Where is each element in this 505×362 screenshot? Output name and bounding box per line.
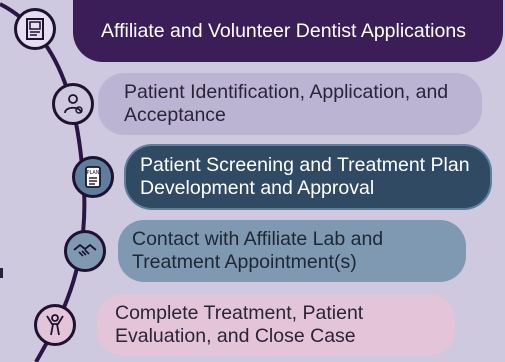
treatment-plan-clipboard-icon: PLAN (72, 156, 114, 198)
step-2-box: Patient Identification, Application, and… (98, 73, 482, 135)
step-1-label: Affiliate and Volunteer Dentist Applicat… (101, 19, 466, 42)
step-1-box: Affiliate and Volunteer Dentist Applicat… (73, 0, 503, 62)
step-2-label: Patient Identification, Application, and… (124, 81, 449, 126)
step-3-label: Patient Screening and Treatment Plan Dev… (140, 154, 470, 199)
application-form-icon (14, 8, 56, 50)
handshake-icon (64, 230, 106, 272)
step-4-box: Contact with Affiliate Lab and Treatment… (118, 220, 466, 282)
decorative-mark (0, 268, 3, 278)
step-5-box: Complete Treatment, Patient Evaluation, … (97, 294, 455, 356)
svg-text:PLAN: PLAN (86, 170, 99, 176)
step-3-box: Patient Screening and Treatment Plan Dev… (126, 146, 490, 208)
step-5-label: Complete Treatment, Patient Evaluation, … (115, 302, 364, 347)
step-4-label: Contact with Affiliate Lab and Treatment… (132, 228, 384, 273)
patient-id-card-icon (52, 83, 94, 125)
person-celebrating-icon (34, 304, 76, 346)
